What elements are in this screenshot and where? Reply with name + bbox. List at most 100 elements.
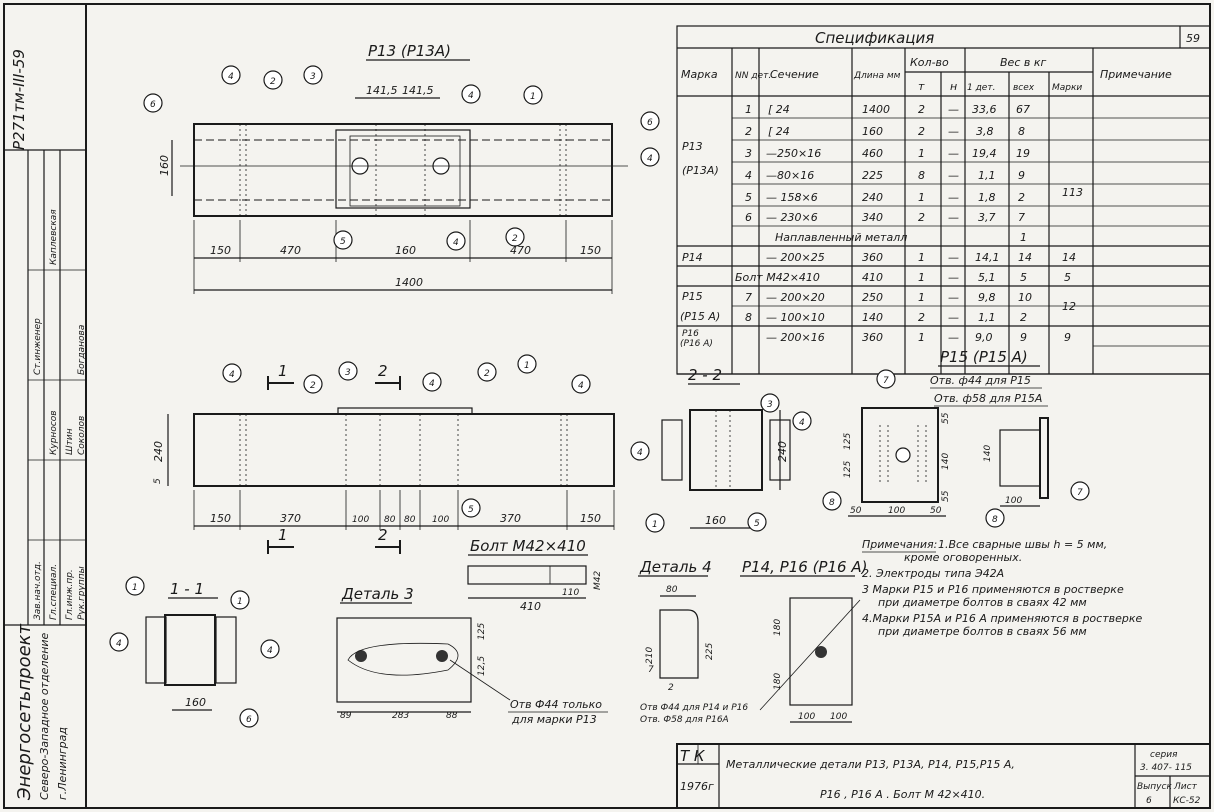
svg-text:340: 340 — [862, 211, 883, 224]
svg-text:2: 2 — [310, 381, 316, 391]
svg-text:2: 2 — [1020, 311, 1027, 324]
svg-text:5: 5 — [754, 519, 760, 529]
svg-text:Отв. ф44 для Р15: Отв. ф44 для Р15 — [930, 374, 1031, 387]
svg-text:Р15 (Р15 А): Р15 (Р15 А) — [940, 348, 1028, 366]
svg-text:4: 4 — [647, 154, 653, 164]
svg-text:(Р16 А): (Р16 А) — [680, 339, 713, 349]
elevation-callouts: 4 2 3 4 2 1 4 5 — [222, 354, 591, 518]
svg-text:— 230×6: — 230×6 — [766, 211, 818, 224]
svg-text:1: 1 — [530, 92, 536, 102]
stamp-code: Р271тм-III-59 — [10, 49, 28, 150]
hdr-w-one: 1 дет. — [967, 83, 995, 93]
dim-total: 1400 — [395, 276, 423, 289]
svg-text:7: 7 — [1018, 211, 1025, 224]
spec-row-8: (Р15 А) 8 — 100×10 140 2 — 1,1 2 — [680, 310, 1027, 324]
svg-text:125: 125 — [843, 433, 853, 450]
svg-text:140: 140 — [862, 311, 883, 324]
svg-text:8: 8 — [992, 515, 998, 525]
svg-text:4: 4 — [468, 91, 474, 101]
svg-text:3: 3 — [345, 368, 351, 378]
spec-row-4: (Р13А) 4 —80×16 225 8 — 1,1 9 — [682, 164, 1025, 182]
svg-text:7: 7 — [1077, 488, 1083, 498]
svg-text:4: 4 — [229, 370, 235, 380]
weld-metal-label: Наплавленный металл — [775, 231, 907, 244]
outer-frame — [3, 3, 1211, 809]
note-line-4: при диаметре болтов в сваях 42 мм — [878, 596, 1087, 609]
svg-text:7: 7 — [648, 665, 654, 675]
svg-text:—: — — [948, 103, 959, 116]
section-2-bottom: 2 — [378, 526, 388, 544]
svg-text:[ 24: [ 24 — [768, 125, 790, 138]
svg-text:14,1: 14,1 — [975, 251, 1000, 264]
svg-text:19: 19 — [1016, 147, 1030, 160]
svg-text:Деталь 3: Деталь 3 — [341, 585, 414, 603]
svg-text:—: — — [948, 191, 959, 204]
svg-text:1: 1 — [918, 331, 925, 344]
dim-160v: 160 — [158, 155, 171, 176]
spec-row-2: 2 [ 24 160 2 — 3,8 8 — [745, 125, 1025, 138]
svg-text:8: 8 — [745, 311, 752, 324]
role-0: Зав.нач.отд. — [33, 561, 43, 620]
svg-text:14: 14 — [1062, 251, 1076, 264]
svg-text:1 - 1: 1 - 1 — [170, 580, 204, 598]
svg-text:1: 1 — [652, 520, 658, 530]
title-block: Т К 1976г Металлические детали Р13, Р13А… — [676, 743, 1211, 809]
svg-text:6: 6 — [150, 100, 156, 110]
svg-text:10: 10 — [1018, 291, 1032, 304]
hdr-qty: Кол-во — [910, 56, 949, 69]
spec-row-p14: Р14 — 200×25 360 1 — 14,1 14 14 — [682, 251, 1076, 264]
org-city: г.Ленинград — [56, 727, 69, 800]
svg-text:(Р15 А): (Р15 А) — [680, 310, 720, 323]
svg-text:5: 5 — [340, 237, 346, 247]
svg-text:160: 160 — [862, 125, 883, 138]
org-dept: Северо-Западное отделение — [38, 632, 51, 800]
sheet-label: Лист — [1173, 782, 1198, 792]
svg-text:3,7: 3,7 — [978, 211, 996, 224]
section-1-1-view: 1 - 1 160 1 1 4 4 6 — [109, 576, 280, 728]
svg-text:Р16: Р16 — [682, 329, 699, 339]
svg-text:—: — — [948, 271, 959, 284]
svg-text:410: 410 — [520, 600, 541, 613]
section-1-bottom: 1 — [278, 526, 288, 544]
svg-text:140: 140 — [941, 453, 951, 470]
svg-text:225: 225 — [862, 169, 883, 182]
svg-text:7: 7 — [745, 291, 752, 304]
spec-title: Спецификация — [815, 29, 934, 47]
svg-text:240: 240 — [776, 441, 789, 462]
svg-text:4: 4 — [637, 448, 643, 458]
svg-text:1: 1 — [745, 103, 752, 116]
note-line-0: 1.Все сварные швы h = 5 мм, — [938, 538, 1107, 551]
spec-row-7: Р15 7 — 200×20 250 1 — 9,8 10 — [682, 290, 1032, 304]
role-1: Гл.специал. — [49, 564, 59, 620]
svg-text:4: 4 — [429, 379, 435, 389]
spec-row-1: 1 [ 24 1400 2 — 33,6 67 — [745, 103, 1030, 116]
svg-text:2: 2 — [918, 211, 925, 224]
dim-mid-4: 80 — [404, 515, 416, 525]
name-3: Богданова — [77, 325, 87, 375]
spec-row-6: 6 — 230×6 340 2 — 3,7 7 — [745, 211, 1025, 224]
svg-text:—80×16: —80×16 — [766, 169, 814, 182]
svg-text:Р15: Р15 — [682, 290, 703, 303]
svg-text:Р14, Р16 (Р16 А): Р14, Р16 (Р16 А) — [742, 558, 867, 576]
svg-text:1: 1 — [918, 251, 925, 264]
note-line-2: 2. Электроды типа Э42А — [862, 567, 1004, 580]
svg-text:160: 160 — [185, 696, 206, 709]
dim-mid-2: 100 — [352, 515, 369, 525]
svg-text:4: 4 — [799, 418, 805, 428]
svg-text:1: 1 — [524, 361, 530, 371]
series-label: серия — [1150, 750, 1178, 760]
svg-text:410: 410 — [862, 271, 883, 284]
svg-text:2: 2 — [918, 103, 925, 116]
svg-text:Отв. Ф58 для Р16А: Отв. Ф58 для Р16А — [640, 715, 729, 725]
title-year: 1976г — [680, 780, 714, 793]
svg-text:9,8: 9,8 — [978, 291, 996, 304]
svg-text:4: 4 — [267, 646, 273, 656]
detail-3-view: Деталь 3 89 283 88 125 12,5 Отв Ф44 толь… — [336, 585, 608, 726]
spec-row-p16: Р16 (Р16 А) — 200×16 360 1 — 9,0 9 9 — [680, 329, 1071, 349]
svg-text:—: — — [948, 291, 959, 304]
svg-text:12,5: 12,5 — [477, 656, 487, 676]
svg-text:1: 1 — [918, 191, 925, 204]
svg-text:2 - 2: 2 - 2 — [688, 366, 722, 384]
svg-text:6: 6 — [246, 715, 252, 725]
svg-text:4: 4 — [578, 381, 584, 391]
